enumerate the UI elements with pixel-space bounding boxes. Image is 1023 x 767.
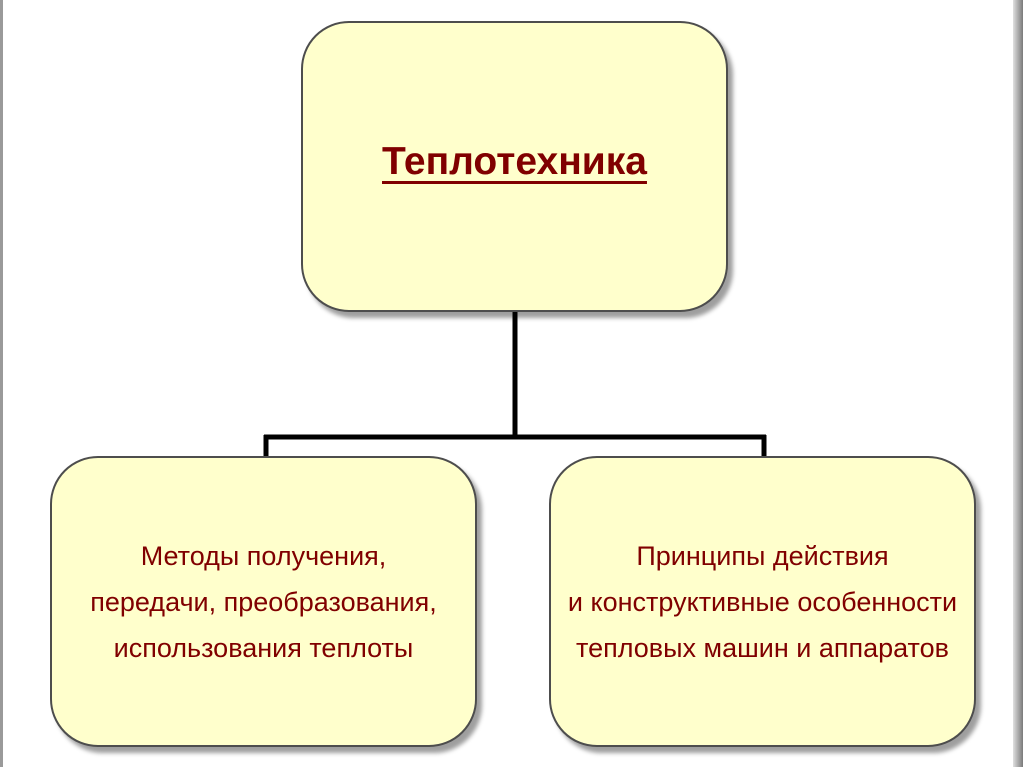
child-node-principles-text: Принципы действия и конструктивные особе…	[568, 533, 957, 671]
root-title: Теплотехника	[382, 139, 647, 183]
slide-right-edge	[1013, 0, 1023, 767]
root-node: Теплотехника	[301, 21, 728, 312]
child-node-methods-line-1: Методы получения,	[140, 540, 387, 571]
child-node-principles-line-1: Принципы действия	[636, 540, 889, 571]
child-node-principles-line-2: и конструктивные особенности	[567, 586, 958, 617]
slide-left-edge	[0, 0, 3, 767]
child-node-methods: Методы получения, передачи, преобразован…	[50, 456, 477, 747]
child-node-methods-line-2: передачи, преобразования,	[90, 586, 437, 617]
child-node-principles: Принципы действия и конструктивные особе…	[549, 456, 976, 747]
child-node-principles-line-3: тепловых машин и аппаратов	[576, 632, 949, 663]
child-node-methods-line-3: использования теплоты	[113, 632, 414, 663]
child-node-methods-text: Методы получения, передачи, преобразован…	[90, 533, 437, 671]
